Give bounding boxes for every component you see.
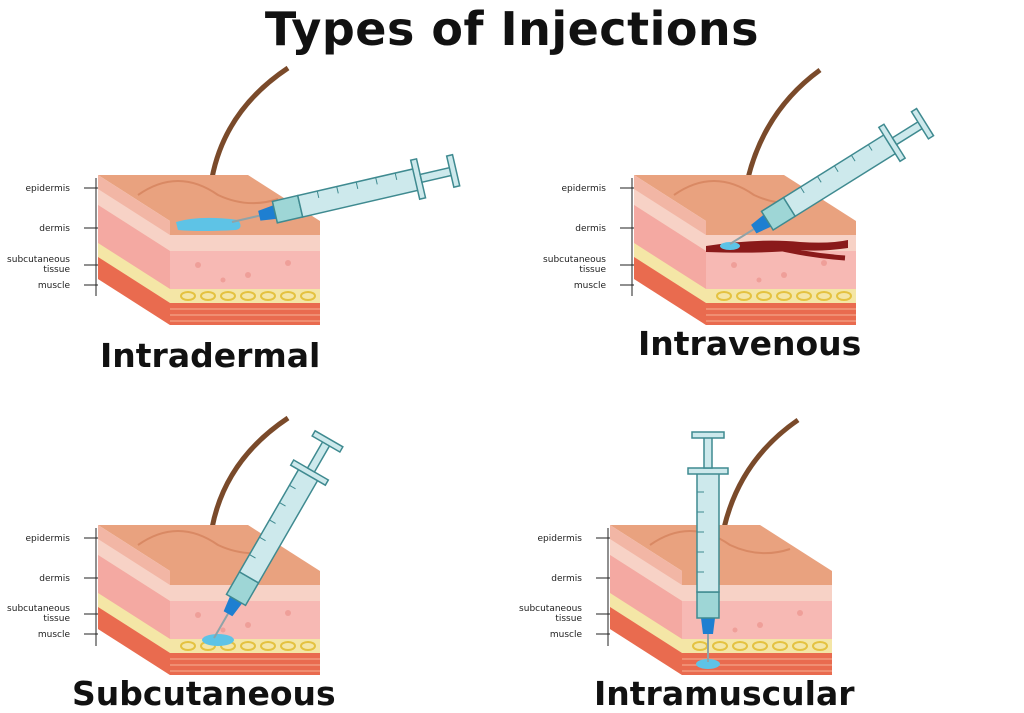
label-epidermis: epidermis: [26, 184, 71, 194]
panel-intramuscular: epidermis dermis subcutaneous tissue mus…: [519, 417, 833, 676]
layer-labels: epidermis dermis subcutaneous tissue mus…: [7, 528, 98, 646]
panel-title-intramuscular: Intramuscular: [594, 674, 855, 713]
panel-title-subcutaneous: Subcutaneous: [72, 674, 336, 713]
label-subcutaneous: subcutaneous: [519, 604, 582, 614]
label-dermis: dermis: [551, 574, 582, 584]
page-title: Types of Injections: [264, 2, 760, 56]
label-muscle: muscle: [574, 281, 607, 291]
injected-fluid: [202, 634, 234, 646]
layer-labels: epidermis dermis subcutaneous tissue mus…: [543, 178, 634, 296]
panel-title-intradermal: Intradermal: [100, 336, 321, 375]
label-epidermis: epidermis: [26, 534, 71, 544]
panel-subcutaneous: epidermis dermis subcutaneous tissue mus…: [7, 415, 348, 676]
label-epidermis: epidermis: [562, 184, 607, 194]
skin-block: [97, 524, 321, 676]
layer-labels: epidermis dermis subcutaneous tissue mus…: [519, 528, 610, 646]
label-muscle: muscle: [38, 630, 71, 640]
label-muscle: muscle: [38, 281, 71, 291]
hair-icon: [721, 417, 800, 529]
panel-intradermal: epidermis dermis subcutaneous tissue mus…: [7, 65, 462, 326]
layer-labels: epidermis dermis subcutaneous tissue mus…: [7, 178, 98, 296]
panel-title-intravenous: Intravenous: [638, 324, 862, 363]
label-tissue: tissue: [555, 614, 582, 624]
skin-block: [609, 524, 833, 676]
label-subcutaneous: subcutaneous: [7, 604, 70, 614]
hair-icon: [745, 67, 822, 179]
injected-fluid: [720, 242, 740, 250]
label-dermis: dermis: [39, 574, 70, 584]
label-epidermis: epidermis: [538, 534, 583, 544]
injected-fluid: [176, 217, 241, 231]
label-subcutaneous: subcutaneous: [7, 255, 70, 265]
label-tissue: tissue: [579, 265, 606, 275]
label-muscle: muscle: [550, 630, 583, 640]
label-subcutaneous: subcutaneous: [543, 255, 606, 265]
panel-intravenous: epidermis dermis subcutaneous tissue mus…: [543, 67, 937, 326]
label-dermis: dermis: [39, 224, 70, 234]
hair-icon: [209, 65, 290, 179]
label-tissue: tissue: [43, 265, 70, 275]
label-dermis: dermis: [575, 224, 606, 234]
label-tissue: tissue: [43, 614, 70, 624]
hair-icon: [209, 415, 290, 529]
injected-fluid: [696, 659, 720, 669]
